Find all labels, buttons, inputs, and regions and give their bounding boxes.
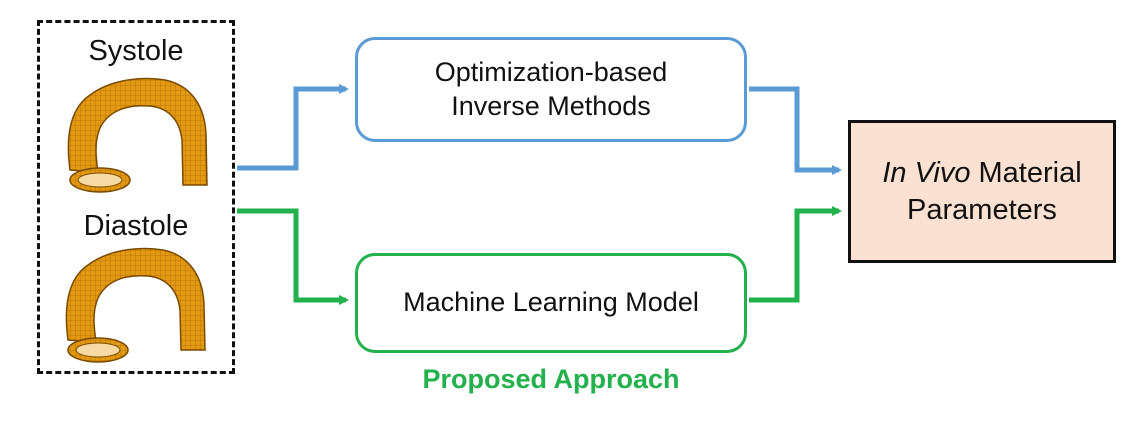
machine-learning-model-box: Machine Learning Model: [355, 253, 747, 353]
material-parameters-box: In Vivo Material Parameters: [848, 120, 1116, 263]
systole-aorta-image: [67, 77, 208, 193]
green-arrow-to-output: [749, 206, 842, 303]
parameters-text: Parameters: [907, 193, 1057, 226]
input-geometry-box: [37, 20, 235, 374]
diastole-aorta-image: [65, 247, 206, 363]
optimization-line1: Optimization-based: [434, 56, 668, 87]
ml-model-label: Machine Learning Model: [403, 287, 699, 318]
in-vivo-text: In Vivo: [882, 157, 971, 190]
optimization-methods-box: Optimization-based Inverse Methods: [355, 37, 747, 142]
optimization-line2: Inverse Methods: [451, 90, 651, 121]
systole-label: Systole: [88, 35, 184, 67]
diastole-label: Diastole: [83, 210, 189, 242]
green-arrow-to-ml: [237, 208, 349, 305]
blue-arrow-to-optimization: [237, 84, 349, 171]
material-text: Material: [970, 157, 1082, 190]
proposed-approach-label: Proposed Approach: [422, 364, 680, 394]
blue-arrow-to-output: [749, 86, 842, 175]
